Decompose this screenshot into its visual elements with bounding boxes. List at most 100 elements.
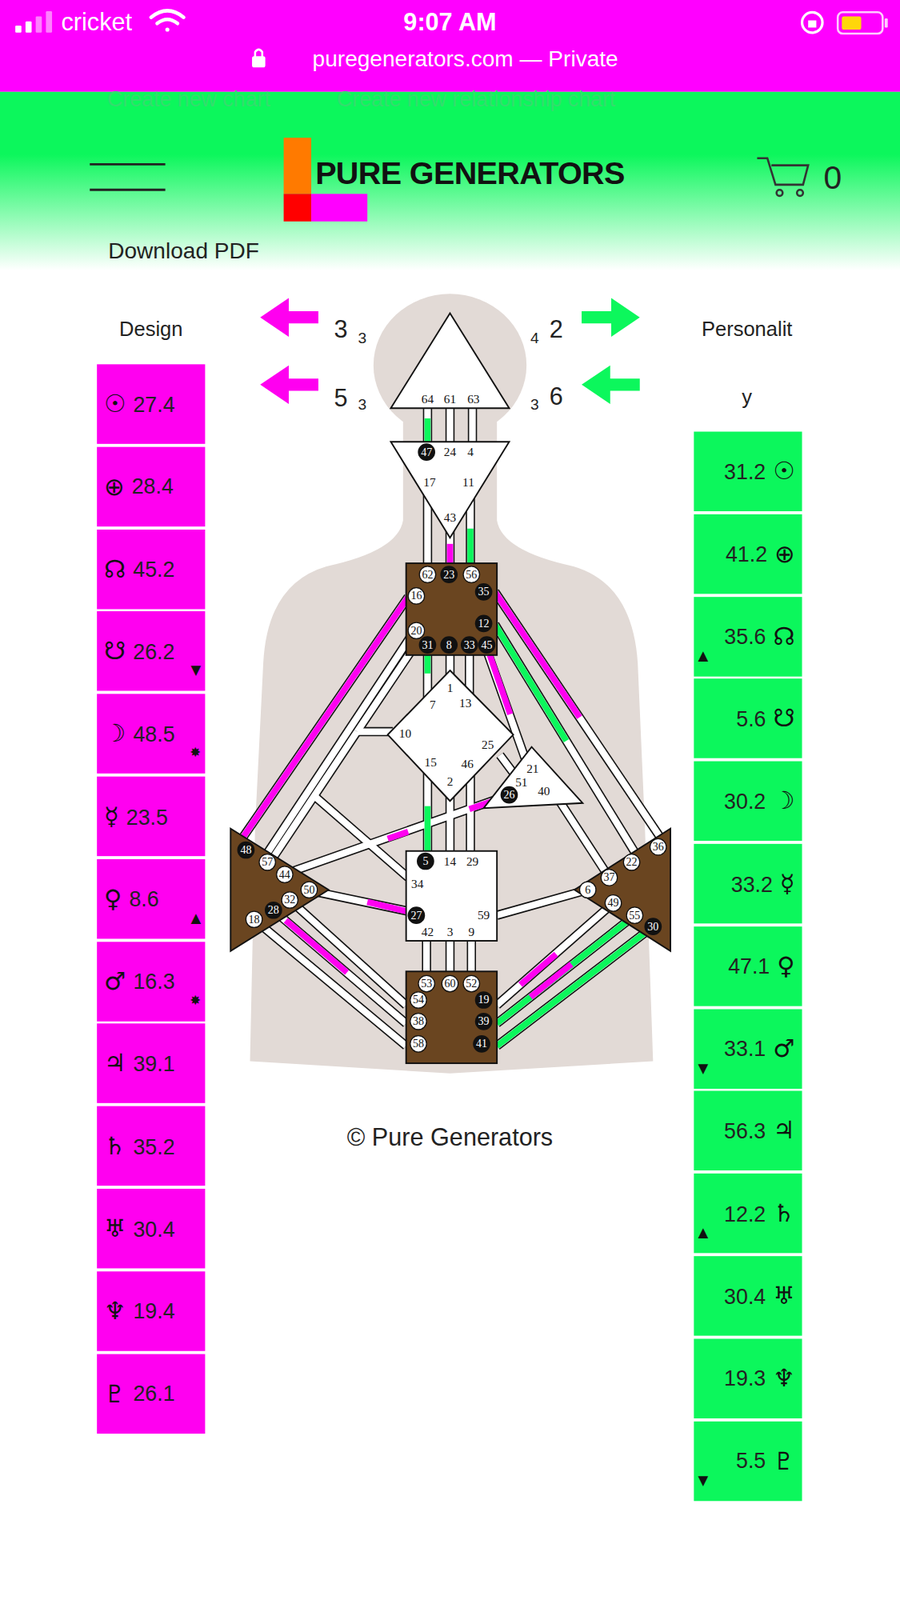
gate-number: 40 [537,784,550,797]
gate-number: 45 [478,636,496,654]
planet-symbol: ⊕ [104,474,125,500]
channel-line [489,655,511,715]
planet-symbol: ☽ [104,721,126,747]
gate-number: 29 [466,855,479,868]
ui-text: 3 [334,317,348,343]
gate-line-value: 23.5 [126,805,168,828]
ui-text: puregenerators.com — Private [312,48,619,71]
channel-line [446,408,453,442]
personality-cell: ▲35.6☊ [693,596,802,676]
ui-text: © Pure Generators [347,1125,553,1151]
gate-number: 9 [468,925,475,938]
channels [240,408,664,1046]
channel-line [496,889,588,916]
planet-symbol: ♃ [772,1118,795,1144]
gate-line-value: 35.2 [132,1135,175,1157]
ui-text: 9:07 AM [403,10,496,36]
signal-icon [15,11,52,33]
design-cell: ♄35.2 [96,1106,205,1186]
channel-line [496,889,588,916]
fixing-marker: ▼ [191,664,202,678]
ajna-center [391,441,510,538]
gate-line-value: 12.2 [724,1202,766,1224]
gate-number: 58 [409,1035,428,1053]
gate-line-value: 39.1 [132,1052,175,1075]
gate-number: 22 [623,853,641,872]
personality-cell: 56.3♃ [693,1091,802,1171]
cart-icon [756,158,808,196]
body-silhouette [249,293,653,1073]
channel-line [496,926,653,1046]
channel-line [289,900,406,1005]
channel-line [468,408,476,442]
planet-symbol: ♂ [104,968,126,994]
fixing-marker: ▲ [697,648,708,663]
ui-text: 3 [357,396,367,412]
gate-number: 23 [440,565,458,584]
channel-line [314,796,408,878]
channel-line [495,624,639,858]
channel-line [423,408,432,442]
gate-number: 4 [467,445,474,458]
channel-line [424,772,431,852]
gate-number: 61 [444,392,456,405]
personality-cell: 33.2☿ [693,844,802,924]
fixing-marker: ▼ [697,1472,708,1487]
gate-number: 14 [444,855,456,868]
planet-symbol: ♆ [104,1298,126,1324]
gate-number: 21 [526,762,539,775]
status-bar [0,0,900,92]
channel-line [423,772,432,852]
ui-text: Create new chart [107,88,271,110]
personality-cell: 30.4♅ [693,1256,802,1336]
planet-symbol: ☋ [772,706,795,732]
gate-line-value: 30.4 [724,1285,766,1308]
gate-number: 52 [462,975,480,993]
gate-number: 34 [411,877,424,890]
gate-line-value: 31.2 [724,460,766,483]
planet-symbol: ♄ [772,1201,795,1227]
gate-number: 8 [440,636,458,654]
gate-number: 46 [461,758,474,771]
gate-number: 7 [429,699,436,712]
ui-text: 3 [357,330,367,346]
personality-cell: 41.2⊕ [693,514,802,594]
planet-symbol: ♇ [104,1381,126,1407]
channel-line [285,920,348,973]
planet-symbol: ♃ [104,1051,126,1076]
gate-number: 3 [447,925,454,938]
gate-line-value: 45.2 [132,558,175,580]
design-cell: ♇26.1 [96,1353,205,1433]
design-cell: ☽48.5✸ [96,694,205,774]
gate-number: 28 [264,901,283,920]
gate-number: 53 [417,975,436,993]
channel-line [314,796,408,878]
design-cell: ♆19.4 [96,1271,205,1351]
planet-symbol: ☊ [104,556,126,582]
gate-line-value: 8.6 [128,888,159,910]
channel-line [496,926,653,1046]
lock-icon [252,49,266,68]
gate-number: 50 [300,880,319,899]
gate-line-value: 48.5 [132,723,175,745]
root-center [406,971,498,1064]
gate-number: 57 [258,853,276,872]
channel-line [311,891,408,912]
channel-line [496,903,613,1006]
gate-number: 42 [421,925,434,938]
gate-number: 56 [462,565,480,584]
channel-line [495,624,567,741]
channel-line [424,418,432,442]
channel-line [468,940,475,972]
gate-number: 16 [408,587,426,605]
channel-line [311,891,408,912]
channel-line [496,915,635,1024]
spleen-center [230,828,328,952]
sacral-center [406,851,498,941]
gate-number: 33 [460,636,479,654]
channel-line [445,940,455,972]
channel-line [273,732,358,858]
header-band [0,92,900,271]
design-cell: ⊕28.4 [96,446,205,526]
channel-line [467,528,474,564]
